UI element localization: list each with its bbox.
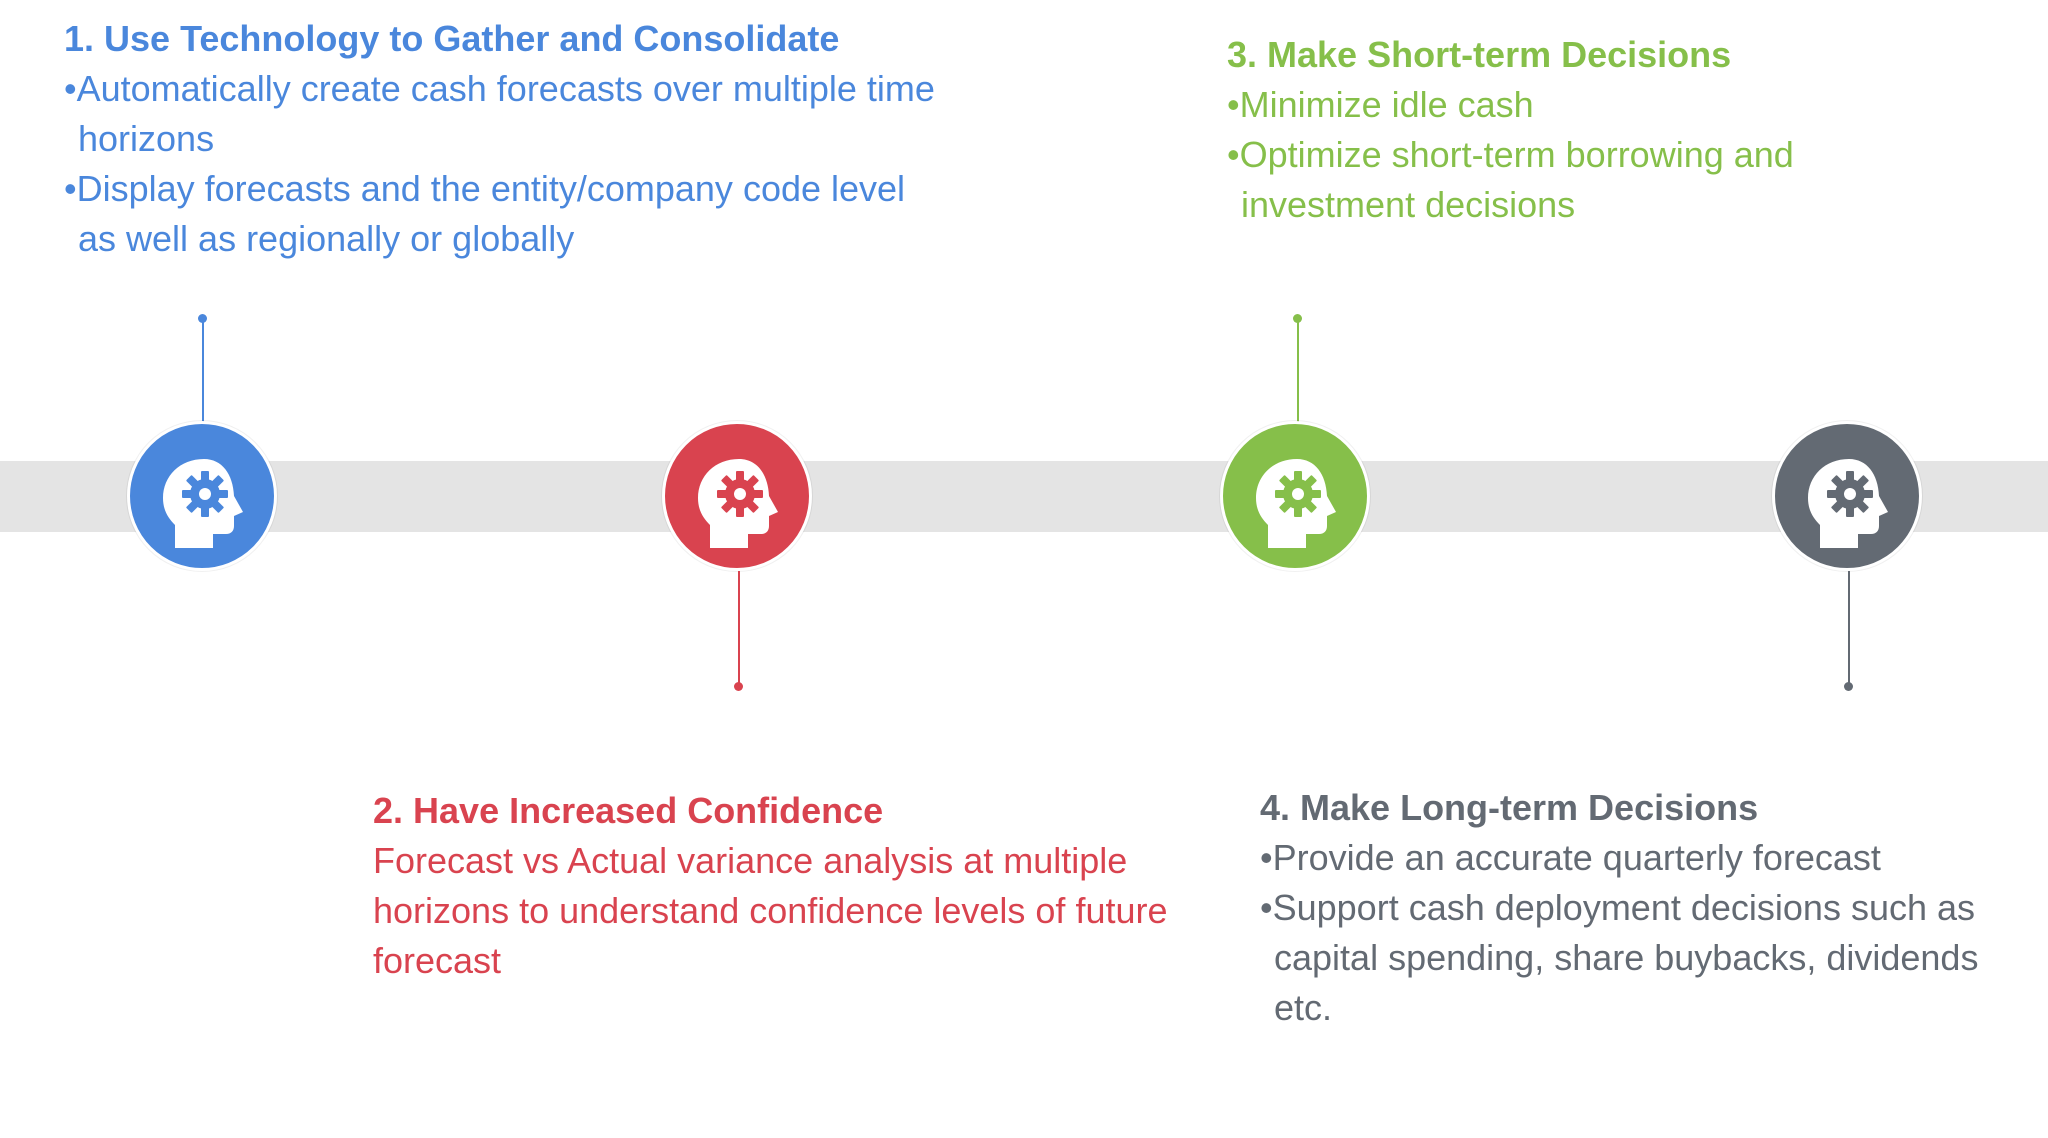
timeline-band [0,461,2048,532]
step1-connector-line [202,318,204,422]
step1-text: 1. Use Technology to Gather and Consolid… [64,14,944,264]
step2-title: 2. Have Increased Confidence [373,790,884,831]
step3-node [1220,421,1370,571]
step2-description: Forecast vs Actual variance analysis at … [373,840,1168,981]
step4-bullet-2: •Support cash deployment decisions such … [1260,887,1979,1028]
step4-node [1772,421,1922,571]
step3-connector-line [1297,318,1299,422]
head-gear-icon [1256,459,1336,548]
head-gear-icon [163,459,243,548]
step3-text: 3. Make Short-term Decisions •Minimize i… [1227,30,1907,230]
head-gear-icon [698,459,778,548]
step4-bullet-1: •Provide an accurate quarterly forecast [1260,837,1881,878]
step4-title: 4. Make Long-term Decisions [1260,787,1759,828]
head-gear-icon [1808,459,1888,548]
step2-node [662,421,812,571]
step4-connector-dot [1844,682,1853,691]
step2-text: 2. Have Increased Confidence Forecast vs… [373,786,1193,986]
step3-bullet-2: •Optimize short-term borrowing and inves… [1227,134,1794,225]
step2-connector-dot [734,682,743,691]
step1-bullet-1: •Automatically create cash forecasts ove… [64,68,935,159]
step3-bullet-1: •Minimize idle cash [1227,84,1534,125]
step4-text: 4. Make Long-term Decisions •Provide an … [1260,783,2020,1033]
step2-connector-line [738,571,740,685]
step3-title: 3. Make Short-term Decisions [1227,34,1732,75]
step4-connector-line [1848,571,1850,685]
step1-node [127,421,277,571]
step1-bullet-2: •Display forecasts and the entity/compan… [64,168,906,259]
step1-title: 1. Use Technology to Gather and Consolid… [64,18,840,59]
